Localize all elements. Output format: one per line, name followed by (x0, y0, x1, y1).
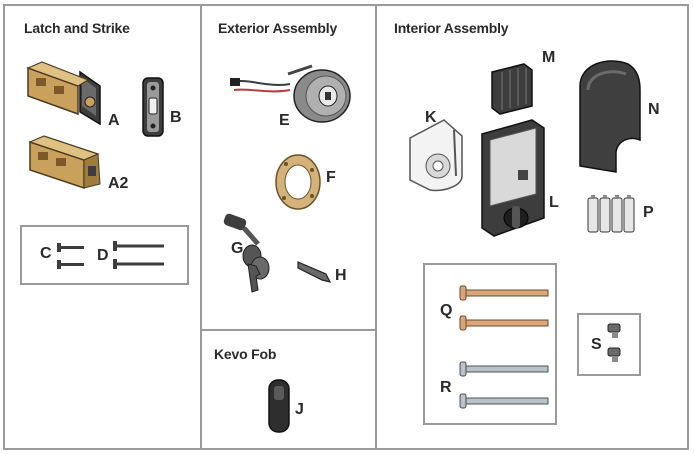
part-label-k: K (425, 109, 437, 126)
battery-pack-m-image (491, 63, 533, 115)
screws-s-box (577, 313, 641, 376)
mounting-plate-k-image (409, 119, 463, 192)
part-label-j: J (295, 401, 304, 418)
interior-assembly-panel (375, 4, 689, 450)
part-label-b: B (170, 109, 182, 126)
screws-c-image (57, 243, 84, 269)
part-label-r: R (440, 379, 452, 396)
exterior-deadbolt-e-image (230, 64, 351, 123)
part-label-e: E (279, 112, 290, 129)
screws-cd-box (20, 225, 189, 285)
part-label-h: H (335, 267, 347, 284)
interior-assembly-l-image (481, 119, 545, 237)
part-label-l: L (549, 194, 559, 211)
part-label-n: N (648, 101, 660, 118)
part-label-d: D (97, 247, 109, 264)
part-label-f: F (326, 169, 336, 186)
screws-s-image (607, 323, 621, 362)
part-label-m: M (542, 49, 556, 66)
keys-g-image (223, 213, 270, 293)
tool-h-image (297, 261, 332, 283)
part-label-q: Q (440, 302, 453, 319)
batteries-p-image (587, 195, 635, 233)
part-label-p: P (643, 204, 654, 221)
exterior-assembly-title: Exterior Assembly (218, 20, 338, 36)
part-label-g: G (231, 240, 244, 257)
interior-assembly-title: Interior Assembly (394, 20, 509, 36)
part-label-s: S (591, 336, 602, 353)
latch-a-image (26, 61, 101, 126)
latch-strike-title: Latch and Strike (24, 20, 130, 36)
kevo-fob-title: Kevo Fob (214, 346, 277, 362)
kevo-fob-j-image (268, 379, 290, 433)
part-label-a2: A2 (108, 175, 129, 192)
strike-plate-b-image (142, 77, 164, 137)
latch-a2-image (28, 135, 101, 190)
part-label-c: C (40, 245, 52, 262)
part-label-a: A (108, 112, 120, 129)
screws-q-image (459, 285, 549, 331)
interior-cover-n-image (579, 60, 641, 173)
gasket-f-image (275, 154, 321, 210)
screws-r-image (459, 361, 549, 409)
screws-d-image (113, 241, 164, 269)
